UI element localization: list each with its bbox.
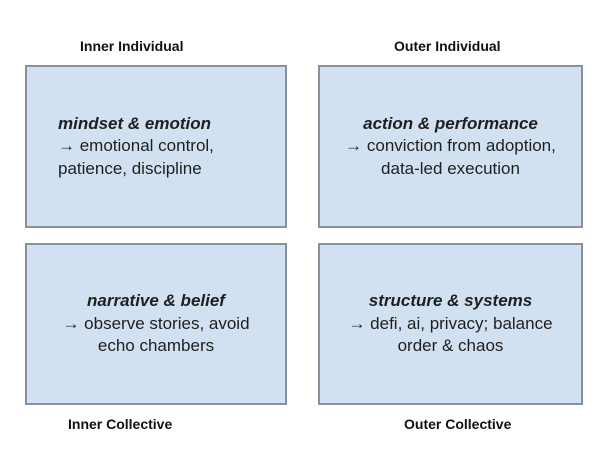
quadrant-description-line: → defi, ai, privacy; balance: [348, 313, 553, 333]
quadrant-description-line: → conviction from adoption,: [345, 136, 556, 156]
quadrant-description-line: data-led execution: [381, 158, 520, 178]
quadrant-title: action & performance: [363, 113, 538, 133]
quadrant-box-action-performance: action & performance → conviction from a…: [318, 65, 583, 228]
axis-label-inner-collective: Inner Collective: [68, 416, 173, 432]
quadrant-description-line: patience, discipline: [58, 158, 202, 178]
quadrant-description-line: echo chambers: [97, 336, 215, 356]
quadrant-box-structure-systems: structure & systems → defi, ai, privacy;…: [318, 243, 583, 405]
axis-label-outer-individual: Outer Individual: [394, 38, 501, 54]
quadrant-title: mindset & emotion: [58, 113, 212, 133]
quadrant-description-line: → observe stories, avoid: [62, 313, 250, 333]
axis-label-outer-collective: Outer Collective: [404, 416, 512, 432]
axis-label-inner-individual: Inner Individual: [80, 38, 184, 54]
quadrant-description-line: → emotional control,: [58, 136, 214, 156]
quadrant-title: structure & systems: [368, 291, 533, 311]
quadrant-title: narrative & belief: [87, 291, 225, 311]
quadrant-box-mindset-emotion: mindset & emotion → emotional control, p…: [25, 65, 287, 228]
quadrant-description-line: order & chaos: [397, 336, 504, 356]
quadrant-box-narrative-belief: narrative & belief → observe stories, av…: [25, 243, 287, 405]
